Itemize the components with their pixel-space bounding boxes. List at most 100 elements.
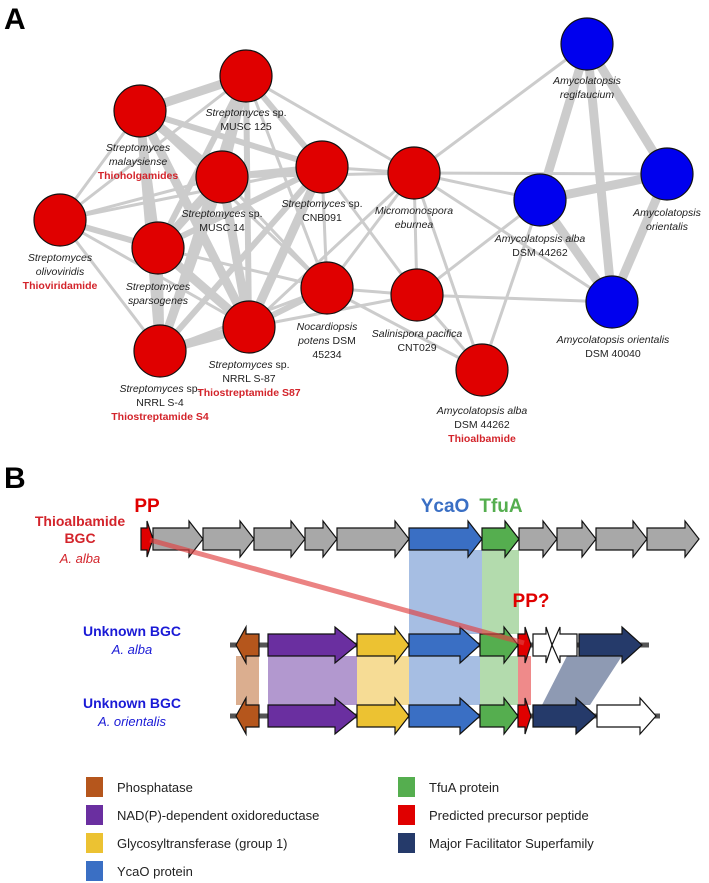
gene-precursor-peptide[interactable] bbox=[140, 520, 154, 558]
node-circle[interactable] bbox=[113, 84, 167, 138]
node-circle[interactable] bbox=[387, 146, 441, 200]
node-label-line: Streptomyces sp. bbox=[119, 383, 200, 395]
legend-swatch bbox=[86, 805, 103, 825]
gene-other[interactable] bbox=[518, 519, 558, 559]
legend-label: YcaO protein bbox=[117, 864, 193, 879]
homology-band-phosphatase bbox=[236, 656, 259, 705]
gene-other[interactable] bbox=[646, 519, 700, 559]
gene-unknown[interactable] bbox=[596, 696, 657, 736]
node-nrrls4[interactable]: Streptomyces sp.NRRL S-4Thiostreptamide … bbox=[111, 324, 209, 423]
node-circle[interactable] bbox=[300, 261, 354, 315]
node-label-line: sparsogenes bbox=[128, 295, 189, 307]
gene-other[interactable] bbox=[202, 519, 255, 559]
homology-band-tfua bbox=[482, 550, 519, 634]
edge-micromonospora-regifaucium bbox=[413, 42, 588, 175]
gene-phosphatase[interactable] bbox=[235, 624, 260, 666]
gene-phosphatase[interactable] bbox=[235, 695, 260, 737]
node-label-line: Nocardiopsis bbox=[297, 321, 358, 333]
node-circle[interactable] bbox=[219, 49, 273, 103]
node-label-line: Amycolatopsis bbox=[552, 75, 621, 87]
node-label-line: Streptomyces sp. bbox=[281, 198, 362, 210]
legend-label: Glycosyltransferase (group 1) bbox=[117, 836, 288, 851]
network-nodes: Streptomyces sp.MUSC 125Streptomycesmala… bbox=[23, 17, 702, 445]
legend-item: Glycosyltransferase (group 1) bbox=[86, 833, 288, 853]
gene-other[interactable] bbox=[336, 519, 410, 559]
gene-oxidoreductase[interactable] bbox=[267, 625, 358, 665]
node-circle[interactable] bbox=[640, 147, 694, 201]
gene-ycao[interactable] bbox=[408, 696, 481, 736]
gene-ycao[interactable] bbox=[408, 519, 483, 559]
edge-musc125-olivoviridis bbox=[59, 74, 247, 222]
gene-other[interactable] bbox=[152, 519, 204, 559]
node-label-line: olivoviridis bbox=[36, 266, 85, 278]
node-circle[interactable] bbox=[33, 193, 87, 247]
gene-tfua[interactable] bbox=[479, 696, 519, 736]
node-cnb091[interactable]: Streptomyces sp.CNB091 bbox=[281, 140, 363, 224]
gene-other[interactable] bbox=[253, 519, 306, 559]
legend-swatch bbox=[86, 861, 103, 881]
edge-cnb091-sparsogenes bbox=[156, 164, 324, 251]
gene-unknown[interactable] bbox=[551, 626, 578, 664]
node-musc14[interactable]: Streptomyces sp.MUSC 14 bbox=[181, 150, 263, 234]
node-label-line: Thioviridamide bbox=[23, 280, 98, 292]
node-circle[interactable] bbox=[585, 275, 639, 329]
pp-label: PP bbox=[134, 496, 160, 517]
cluster-name: BGC bbox=[64, 530, 95, 546]
tfua-label: TfuA bbox=[479, 496, 523, 517]
node-circle[interactable] bbox=[222, 300, 276, 354]
homology-band-glycosyltransferase bbox=[357, 656, 409, 705]
homology-band-tfua-2 bbox=[480, 656, 518, 705]
gene-other[interactable] bbox=[595, 519, 648, 559]
gene-tfua[interactable] bbox=[481, 519, 520, 559]
node-circle[interactable] bbox=[513, 173, 567, 227]
node-circle[interactable] bbox=[131, 221, 185, 275]
node-label-line: MUSC 125 bbox=[220, 121, 272, 133]
node-circle[interactable] bbox=[560, 17, 614, 71]
gene-other[interactable] bbox=[556, 519, 597, 559]
node-label-line: Amycolatopsis alba bbox=[436, 405, 528, 417]
edge-musc125-micromonospora bbox=[245, 74, 415, 175]
gene-precursor-peptide[interactable] bbox=[517, 697, 532, 735]
node-circle[interactable] bbox=[133, 324, 187, 378]
node-label-line: Thioholgamides bbox=[98, 170, 179, 182]
node-label-line: NRRL S-4 bbox=[136, 397, 184, 409]
gene-mfs[interactable] bbox=[578, 625, 643, 665]
gene-mfs[interactable] bbox=[532, 696, 597, 736]
homology-band-ycao bbox=[409, 550, 482, 634]
node-circle[interactable] bbox=[455, 343, 509, 397]
gene-unknown[interactable] bbox=[532, 626, 553, 664]
node-label-line: orientalis bbox=[646, 221, 689, 233]
edge-nrrls87-micromonospora bbox=[247, 171, 416, 329]
node-musc125[interactable]: Streptomyces sp.MUSC 125 bbox=[205, 49, 287, 133]
edge-musc14-olivoviridis bbox=[59, 175, 223, 222]
node-circle[interactable] bbox=[295, 140, 349, 194]
edge-salinispora-orientalis_dsm bbox=[416, 293, 613, 304]
gene-ycao[interactable] bbox=[408, 625, 481, 665]
homology-band-mfs bbox=[542, 656, 622, 705]
gene-oxidoreductase[interactable] bbox=[267, 696, 358, 736]
node-circle[interactable] bbox=[390, 268, 444, 322]
gene-other[interactable] bbox=[304, 519, 338, 559]
node-label-line: Amycolatopsis orientalis bbox=[556, 334, 670, 346]
edge-cnb091-nrrls4 bbox=[157, 165, 325, 353]
gene-precursor-peptide[interactable] bbox=[517, 626, 532, 664]
node-nrrls87[interactable]: Streptomyces sp.NRRL S-87Thiostreptamide… bbox=[197, 300, 301, 399]
node-circle[interactable] bbox=[195, 150, 249, 204]
gene-glycosyltransferase[interactable] bbox=[356, 696, 410, 736]
legend-label: Predicted precursor peptide bbox=[429, 808, 589, 823]
node-label-line: Streptomyces bbox=[106, 142, 171, 154]
edge-cnb091-olivoviridis bbox=[59, 165, 323, 222]
gene-glycosyltransferase[interactable] bbox=[356, 625, 410, 665]
